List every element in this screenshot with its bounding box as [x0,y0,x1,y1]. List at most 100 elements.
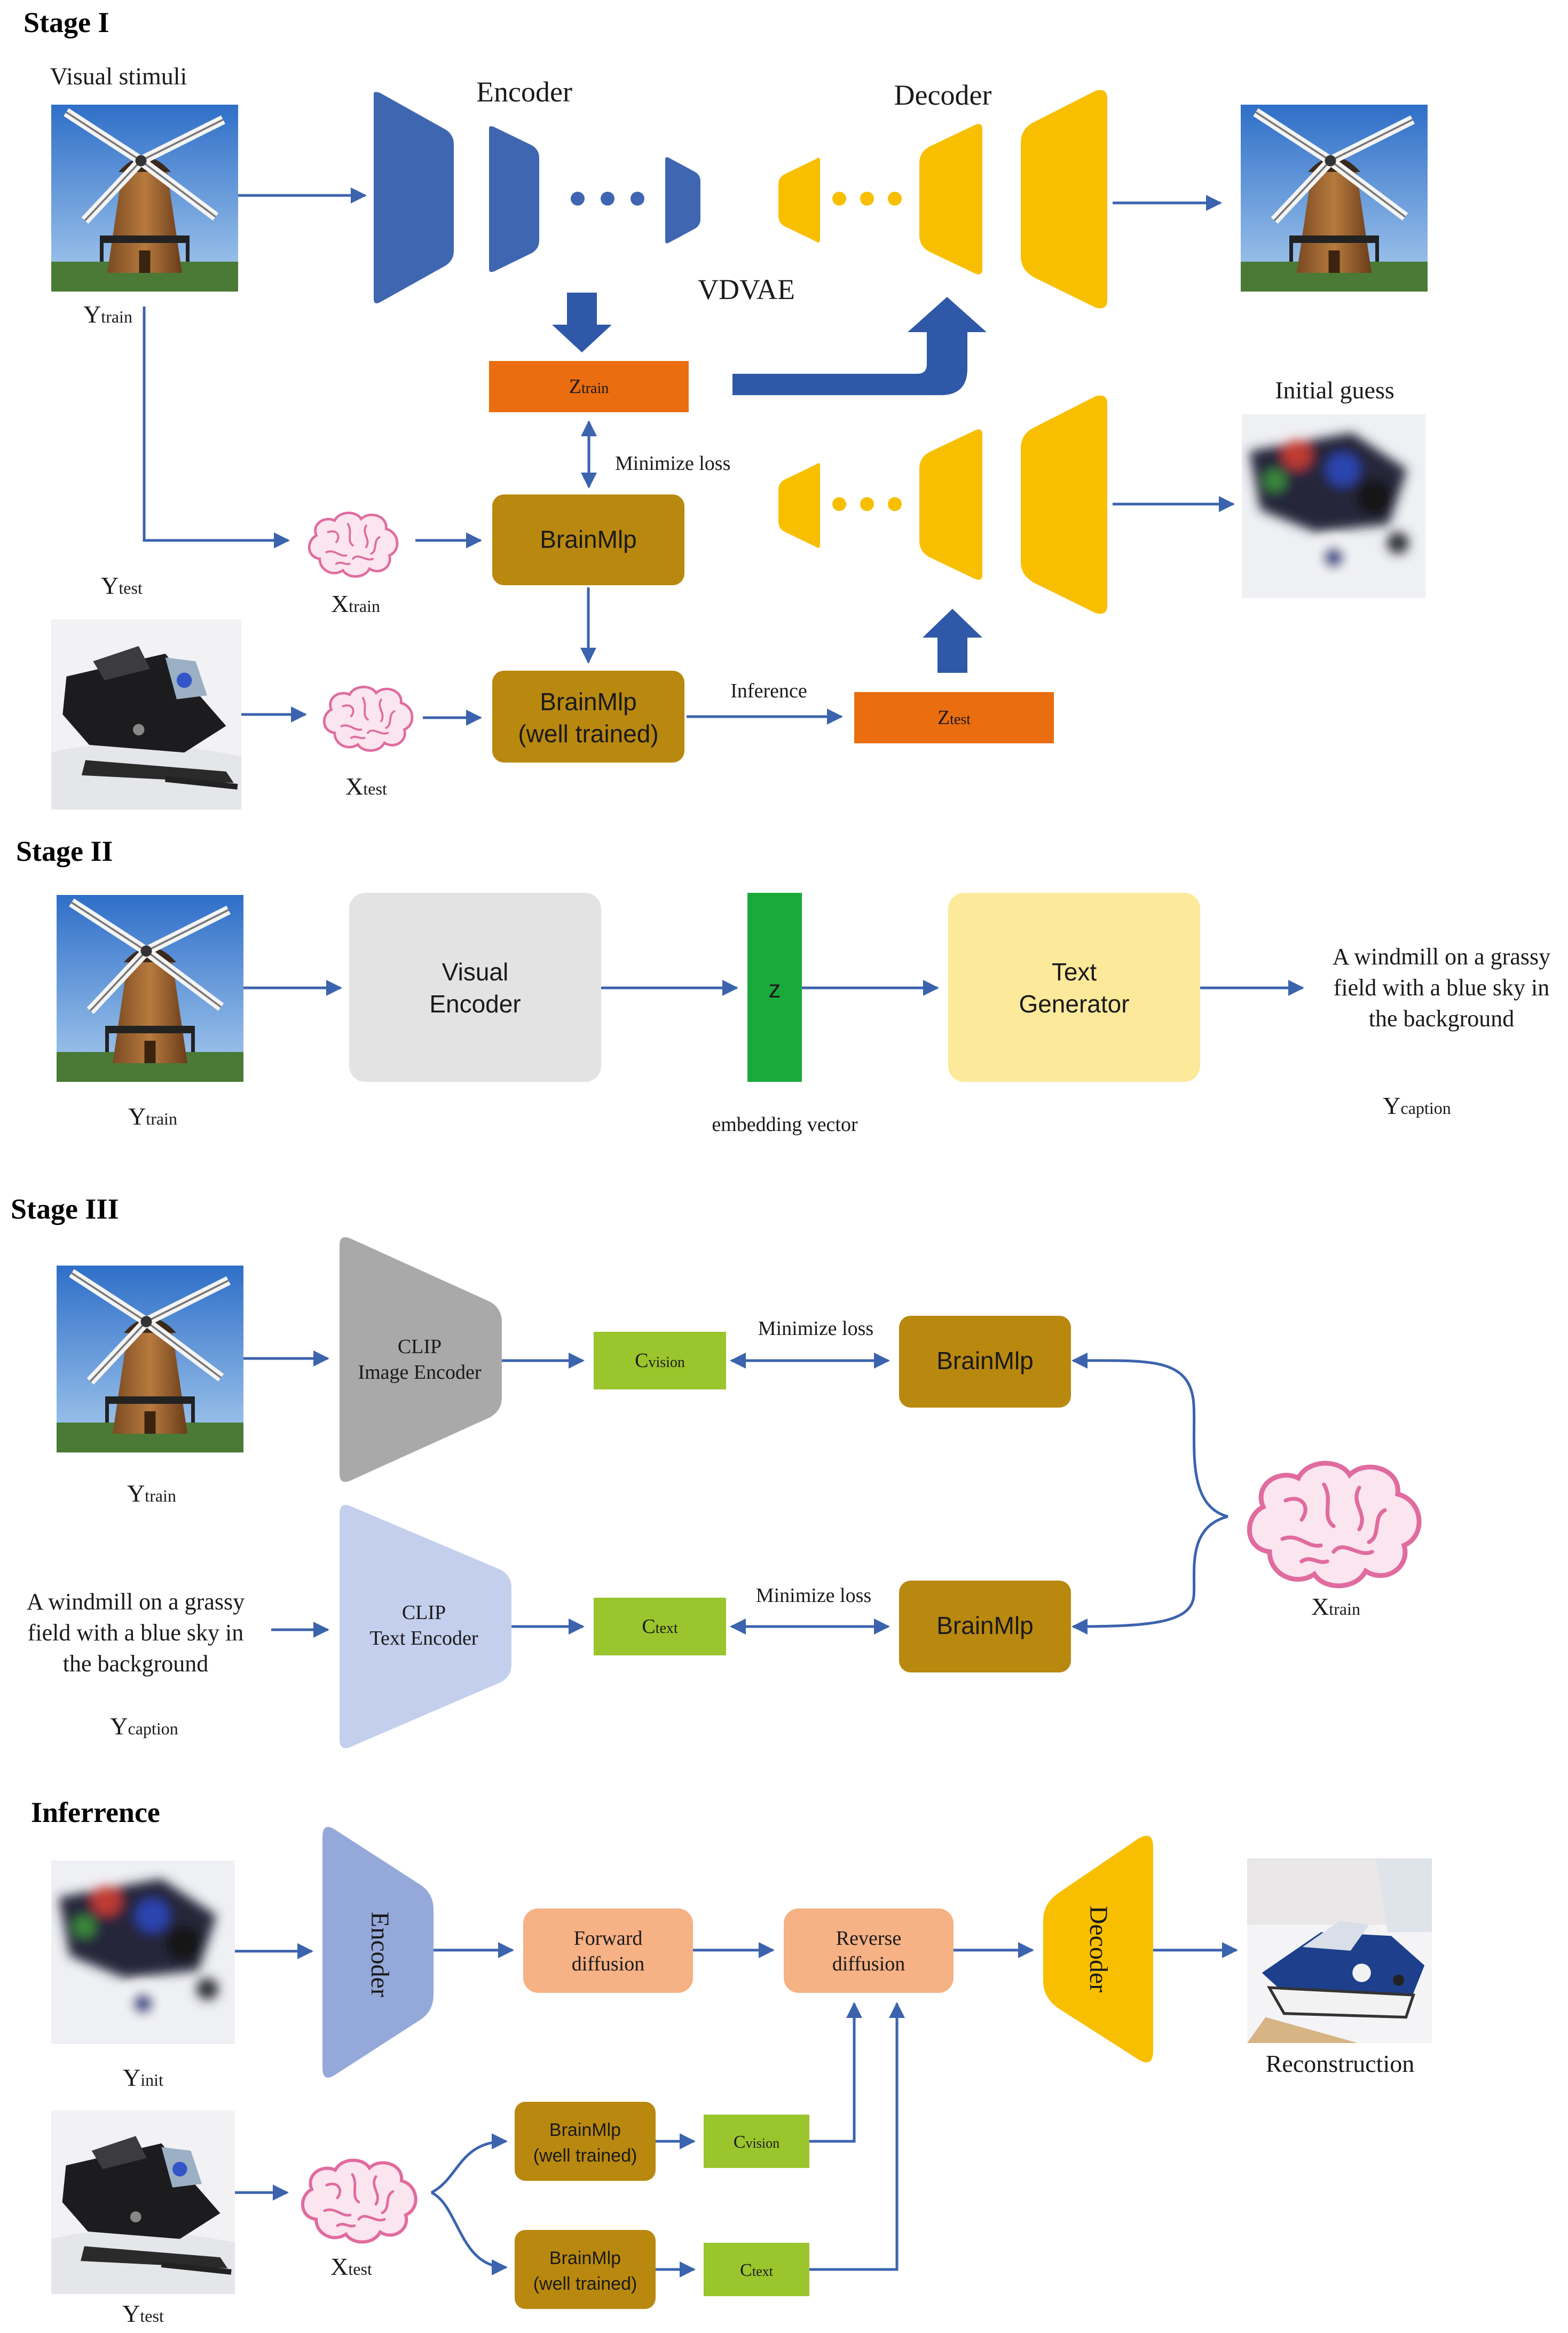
inference-encoder-label: Encoder [366,1912,394,1997]
brainmlp-trained-label-2: (well trained) [518,720,658,748]
clip-text-label-2: Text Encoder [369,1627,478,1649]
ztest-label: Ztest [937,706,971,729]
brainmlp-trained-top-label-2: (well trained) [533,2146,637,2166]
decoder2-block-1 [778,463,820,548]
arrow-ytrain-to-xtrain [143,307,290,548]
reconstruction-label: Reconstruction [1266,2050,1415,2077]
forward-diffusion-label-2: diffusion [572,1953,645,1975]
stage-2-title: Stage II [16,835,113,867]
caption-line-1: A windmill on a grassy [1333,944,1550,970]
ztest-box [854,692,1054,743]
ycaption-label-stage3: Ycaption [110,1713,178,1740]
brain-icon-xtrain [309,513,397,576]
clip-image-label-2: Image Encoder [358,1361,481,1384]
stage-1: Stage I Visual stimuli Ytrain Encoder De… [23,6,1428,810]
stage-3: Stage III Ytrain CLIP Image Encoder Cvis… [11,1193,1419,1748]
brainmlp-trained-label-1: BrainMlp [540,688,637,716]
curved-arrow-xtrain-to-brainmlp-bottom [1071,1515,1228,1635]
windmill-image-stage3 [57,1266,243,1452]
curved-arrow-xtrain-to-brainmlp-top [1071,1352,1228,1518]
inference-decoder-block [1043,1835,1153,2063]
visual-encoder-label-2: Encoder [429,990,521,1018]
reverse-diffusion-label-2: diffusion [832,1953,905,1975]
brainmlp-box-top [899,1316,1071,1408]
ytrain-label-stage2: Ytrain [128,1103,177,1130]
initial-guess-label: Initial guess [1275,376,1394,404]
inference-label: Inference [730,680,807,702]
decoder2-ellipsis [832,497,902,511]
visual-encoder-label-1: Visual [442,958,508,986]
cvision-label: Cvision [635,1349,685,1372]
windmill-image-stage2 [57,895,243,1082]
brainmlp-trained-box [492,671,684,763]
branch-arrow-to-brainmlp-top [430,2133,508,2194]
yinit-label: Yinit [123,2064,163,2091]
brainmlp-trained-bottom-label-1: BrainMlp [549,2248,621,2268]
stage-1-title: Stage I [23,6,109,38]
brainmlp-label-bottom: BrainMlp [936,1612,1034,1639]
big-arrow-down-to-ztrain [552,293,612,352]
forward-diffusion-label-1: Forward [574,1927,643,1950]
ctext-label: Ctext [642,1615,678,1638]
caption-line-3: the background [1369,1006,1514,1032]
xtrain-label: Xtrain [331,590,380,617]
decoder-label: Decoder [894,79,992,111]
ytest-snowmobile-image [51,2110,235,2294]
brainmlp-box-bottom [899,1581,1071,1672]
big-bent-arrow-to-decoder [732,297,987,395]
decoder-block-1 [778,158,820,243]
reconstructed-windmill-image [1241,105,1428,292]
encoder-ellipsis [571,192,644,206]
arrow-ctext-to-reverse-diffusion [809,2002,905,2271]
inference-decoder-label: Decoder [1084,1906,1113,1993]
initial-guess-image [1242,414,1425,598]
snowmobile-image [51,619,241,810]
branch-arrow-to-brainmlp-bottom [430,2191,508,2275]
brain-icon-xtest-inference [303,2160,416,2242]
brain-icon-xtrain-stage3 [1249,1463,1419,1586]
ctext-box [594,1598,726,1655]
reconstruction-image [1247,1858,1432,2043]
minimize-loss-label-top: Minimize loss [758,1317,873,1340]
text-generator-box [948,893,1200,1082]
inference-encoder-block [322,1827,434,2078]
embedding-vector-label: embedding vector [712,1113,858,1136]
brainmlp-trained-bottom-box [515,2230,656,2309]
brainmlp-trained-top-box [515,2102,656,2181]
decoder2-block-3 [1021,395,1107,614]
brainmlp-label-top: BrainMlp [936,1347,1034,1374]
brainmlp-box [492,494,684,585]
clip-image-encoder-block [340,1237,502,1482]
caption3-line-1: A windmill on a grassy [27,1589,245,1615]
ytest-label-inference: Ytest [122,2300,164,2327]
caption3-line-3: the background [63,1651,208,1677]
ycaption-label-stage2: Ycaption [1383,1092,1451,1119]
arrow-cvision-to-reverse-diffusion [809,2002,862,2143]
brainmlp-trained-bottom-label-2: (well trained) [533,2274,637,2294]
caption-line-2: field with a blue sky in [1334,975,1550,1001]
minimize-loss-label: Minimize loss [615,452,730,475]
cvision-box-inference [704,2115,809,2168]
reverse-diffusion-label-1: Reverse [836,1927,901,1950]
encoder-block-1 [374,92,454,303]
encoder-block-3 [665,157,700,243]
cvision-label-inference: Cvision [734,2132,779,2152]
inference-title: Inferrence [31,1796,160,1828]
stage-3-title: Stage III [11,1193,119,1225]
caption3-line-2: field with a blue sky in [28,1620,244,1646]
encoder-label: Encoder [476,76,572,108]
ytrain-label-stage3: Ytrain [127,1480,176,1507]
ctext-box-inference [704,2243,809,2296]
encoder-block-2 [489,126,539,272]
xtest-label-inference: Xtest [330,2253,372,2280]
embedding-vector-bar [747,893,802,1082]
yinit-image [51,1860,235,2044]
decoder-block-2 [919,124,982,274]
inference-stage: Inferrence Yinit Encoder Forward diffusi… [31,1796,1432,2327]
ytest-label: Ytest [101,572,143,599]
forward-diffusion-box [523,1908,693,1993]
clip-text-encoder-block [340,1505,511,1748]
clip-image-label-1: CLIP [398,1336,442,1358]
vdvae-label: VDVAE [698,273,795,305]
ztrain-label: Ztrain [569,375,609,398]
